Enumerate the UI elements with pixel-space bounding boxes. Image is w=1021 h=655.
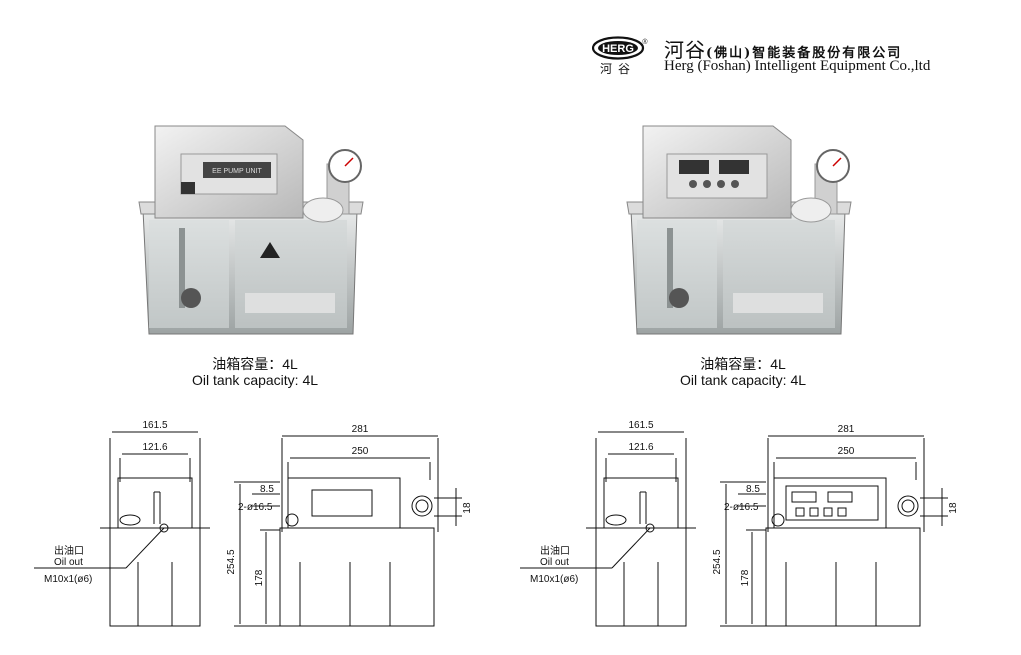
dim-height: 254.5: [712, 549, 723, 574]
dim-overall-width: 281: [838, 424, 855, 435]
dim-gauge-offset: 18: [948, 502, 959, 514]
dim-holes: 2-ø16.5: [238, 502, 273, 513]
dim-base-height: 178: [254, 569, 265, 586]
capacity-caption-en: Oil tank capacity: 4L: [191, 372, 319, 388]
dim-base-width: 250: [352, 446, 369, 457]
product-photo-2: [623, 118, 863, 353]
outlet-label-en: Oil out: [54, 557, 83, 568]
logo-cn: 河谷: [600, 62, 637, 76]
lubrication-pump-digital-image: [626, 125, 852, 335]
panel-label-1: EE PUMP UNIT: [212, 168, 262, 175]
technical-drawing: 161.5 121.6 出油口 Oil out M10x1(ø6) 281 25…: [520, 420, 959, 627]
dim-outer-width: 161.5: [142, 420, 167, 431]
dim-base-height: 178: [740, 569, 751, 586]
dim-offset: 8.5: [260, 484, 274, 495]
dim-inner-width: 121.6: [628, 442, 653, 453]
herg-logo: HERG ®: [591, 36, 648, 60]
logo-text: HERG: [602, 43, 634, 55]
capacity-caption-cn: 油箱容量：4L: [212, 356, 298, 372]
product-photo-1: EE PUMP UNIT: [135, 118, 375, 353]
capacity-caption-cn: 油箱容量：4L: [700, 356, 786, 372]
company-name-cn-rest: (佛山)智能装备股份有限公司: [706, 46, 903, 61]
capacity-caption-2: 油箱容量：4L Oil tank capacity: 4L: [663, 356, 823, 388]
dim-offset: 8.5: [746, 484, 760, 495]
outlet-thread: M10x1(ø6): [530, 574, 578, 585]
dim-gauge-offset: 18: [462, 502, 473, 514]
dimension-drawing-1: 161.5 121.6 出油口 Oil out M10x1(ø6) 281 25…: [30, 412, 490, 647]
company-name-en: Herg (Foshan) Intelligent Equipment Co.,…: [664, 58, 931, 74]
outlet-label-cn: 出油口: [540, 544, 570, 557]
outlet-label-en: Oil out: [540, 557, 569, 568]
technical-drawing: 161.5 121.6 出油口 Oil out M10x1(ø6) 281 25…: [34, 420, 473, 627]
lubrication-pump-image: EE PUMP UNIT: [138, 125, 364, 335]
dim-holes: 2-ø16.5: [724, 502, 759, 513]
dim-inner-width: 121.6: [142, 442, 167, 453]
company-name-cn-main: 河谷: [664, 38, 706, 62]
outlet-label-cn: 出油口: [54, 544, 84, 557]
dim-overall-width: 281: [352, 424, 369, 435]
dim-base-width: 250: [838, 446, 855, 457]
registered-mark: ®: [642, 38, 648, 46]
dim-height: 254.5: [226, 549, 237, 574]
company-name-cn: 河谷(佛山)智能装备股份有限公司: [664, 34, 902, 63]
capacity-caption-1: 油箱容量：4L Oil tank capacity: 4L: [175, 356, 335, 388]
dimension-drawing-2: 161.5 121.6 出油口 Oil out M10x1(ø6) 281 25…: [516, 412, 976, 647]
dim-outer-width: 161.5: [628, 420, 653, 431]
herg-logo-badge-icon: HERG ®: [591, 36, 648, 60]
outlet-thread: M10x1(ø6): [44, 574, 92, 585]
capacity-caption-en: Oil tank capacity: 4L: [679, 372, 807, 388]
